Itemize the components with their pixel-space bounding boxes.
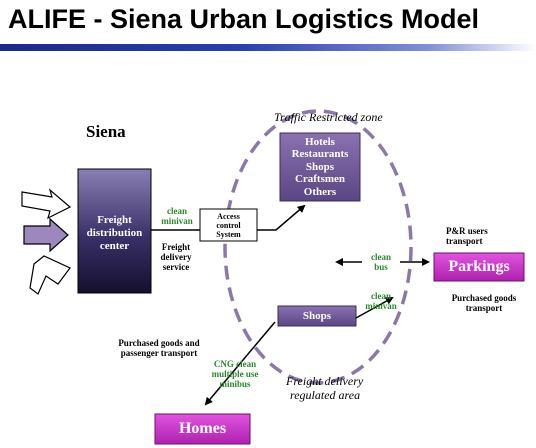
regulated-area-label-line2: regulated area [290, 388, 361, 402]
purchased-goods-transport-line1: Purchased goods [451, 293, 517, 303]
destinations-box [279, 132, 361, 202]
shops-to-homes-arrow [204, 321, 276, 406]
freight-center-line1: Freight [97, 213, 132, 226]
freight-center-box [77, 168, 152, 294]
pr-users-label: P&R users transport [446, 226, 502, 246]
cng-minibus-line3: minibus [219, 379, 251, 389]
pr-users-line1: P&R users [446, 226, 488, 236]
purchased-goods-passenger-line1: Purchased goods and [118, 338, 200, 348]
freight-delivery-service-label: Freight delivery service [155, 242, 197, 272]
shops-label: Shops [302, 310, 332, 322]
access-control-line2: control [216, 220, 241, 230]
regulated-area-label-line1: Freight delivery [286, 374, 364, 388]
restricted-zone-ellipse [223, 109, 413, 385]
access-control-label: Access control System [200, 210, 257, 240]
destinations-craftsmen: Craftsmen [294, 173, 346, 186]
shops-box [277, 305, 357, 327]
access-control-line3: System [216, 229, 241, 239]
freight-center-line3: center [99, 239, 130, 252]
cng-minibus-label: CNG clean multiple use minibus [208, 359, 262, 389]
shops-to-parkings-arrow [355, 297, 394, 319]
homes-label: Homes [178, 420, 227, 437]
destinations-hotels: Hotels [305, 135, 335, 148]
parkings-box [433, 252, 525, 282]
purchased-goods-passenger-label: Purchased goods and passenger transport [112, 338, 206, 358]
purchased-goods-transport-label: Purchased goods transport [444, 293, 524, 313]
access-to-destinations-arrow [257, 204, 306, 231]
page-title: ALIFE - Siena Urban Logistics Model [8, 4, 480, 34]
freight-center-line2: distribution [86, 226, 143, 239]
clean-bus-line1: clean [371, 252, 391, 262]
cng-minibus-line1: CNG clean [213, 359, 257, 369]
siena-label: Siena [86, 122, 126, 141]
cng-minibus-line2: multiple use [211, 369, 259, 379]
clean-bus-label: clean bus [364, 252, 398, 272]
input-arrow-middle [23, 217, 69, 253]
freight-delivery-service-line1: Freight [161, 242, 191, 252]
clean-minivan-top-line2: minivan [161, 216, 193, 226]
purchased-goods-transport-line2: transport [465, 303, 503, 313]
purchased-goods-passenger-line2: passenger transport [120, 348, 198, 358]
access-control-box [199, 208, 258, 242]
input-arrow-bottom [29, 255, 71, 295]
access-control-line1: Access [217, 211, 240, 221]
parkings-label: Parkings [448, 258, 510, 275]
clean-bus-line2: bus [374, 262, 388, 272]
clean-minivan-right-line2: minivan [365, 301, 397, 311]
destinations-label: Hotels Restaurants Shops Craftsmen Other… [280, 134, 360, 200]
freight-delivery-service-line3: service [162, 262, 190, 272]
homes-box [154, 413, 251, 445]
traffic-restricted-zone-label: Traffic Restricted zone [274, 110, 383, 124]
destinations-restaurants: Restaurants [291, 148, 349, 161]
title-underline [0, 44, 536, 51]
input-arrow-top [21, 188, 72, 220]
clean-minivan-top-line1: clean [167, 206, 187, 216]
freight-center-label: Freight distribution center [78, 211, 151, 255]
freight-delivery-service-line2: delivery [160, 252, 192, 262]
pr-users-line2: transport [446, 236, 483, 246]
clean-minivan-right-line1: clean [371, 291, 391, 301]
clean-minivan-right-label: clean minivan [361, 291, 401, 311]
destinations-others: Others [303, 185, 337, 198]
destinations-shops: Shops [305, 160, 335, 173]
clean-minivan-top-label: clean minivan [156, 206, 198, 226]
